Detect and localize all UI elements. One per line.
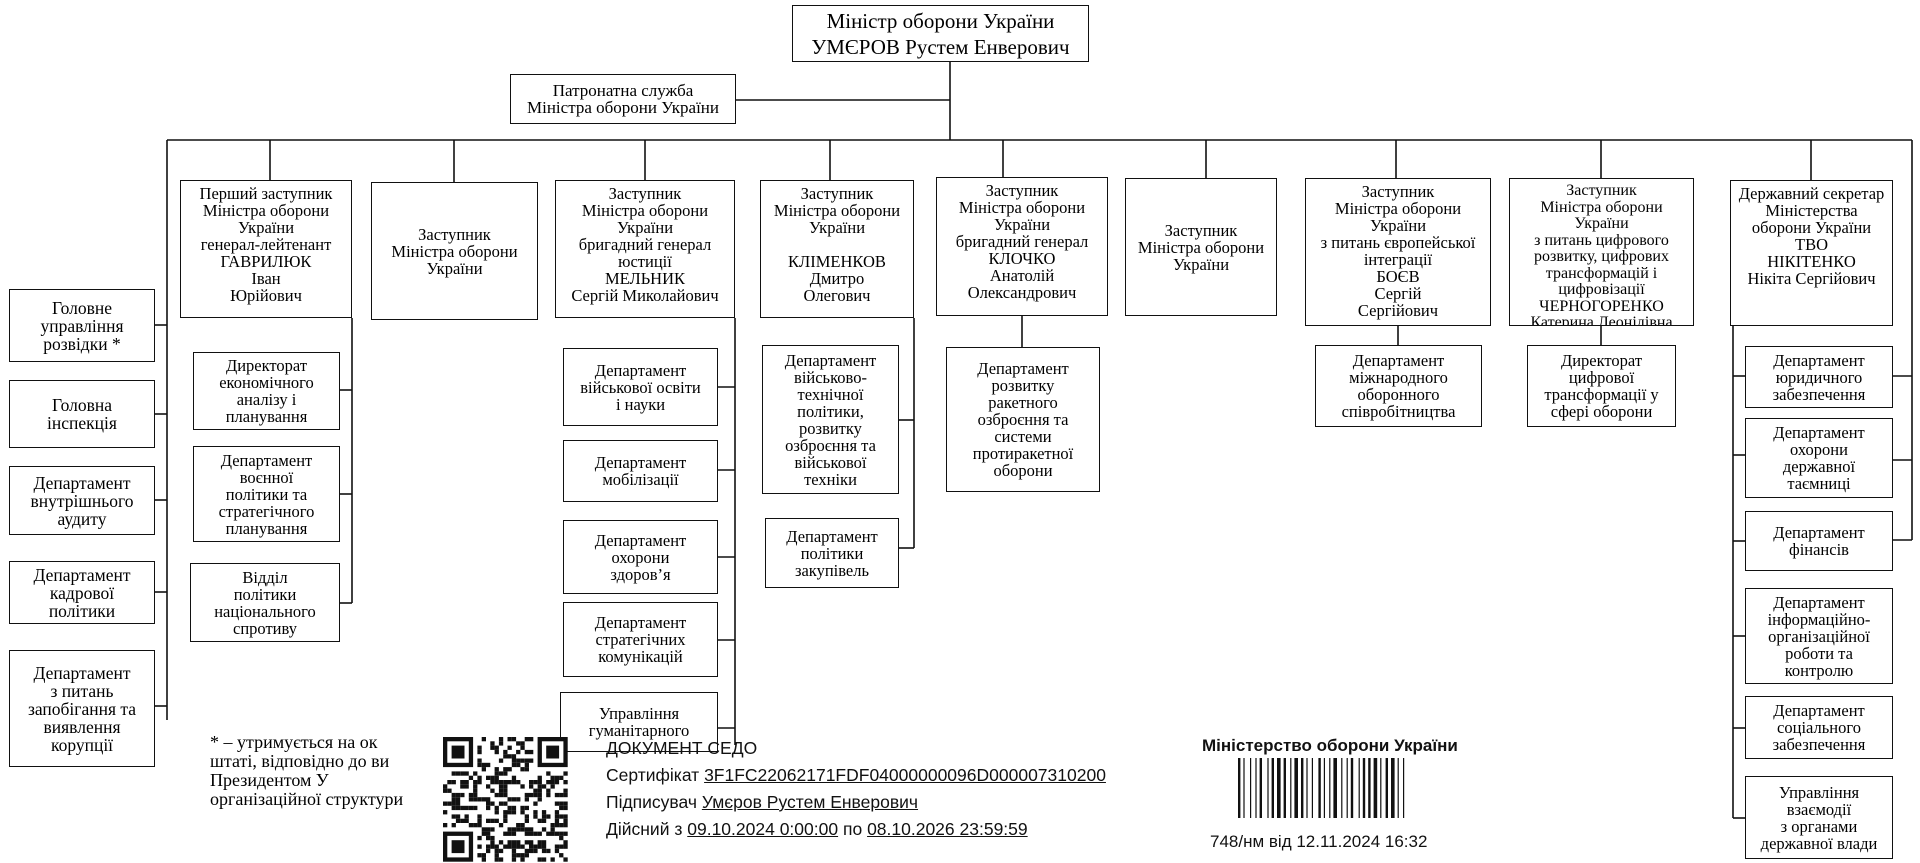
melnyk-unit-strategic-comms: Департамент стратегічних комунікацій [563, 602, 718, 677]
sedo-certificate-line: Сертифікат 3F1FC22062171FDF04000000096D0… [606, 762, 1106, 789]
sedo-signature-block: ДОКУМЕНТ СЕДО Сертифікат 3F1FC22062171FD… [606, 735, 1106, 843]
sedo-valid-from: 09.10.2024 0:00:00 [687, 819, 839, 839]
klimenkov-unit-military-technical: Департамент військово- технічної політик… [762, 345, 899, 494]
left-unit-intelligence: Головне управління розвідки * [9, 289, 155, 362]
secretary-unit-information: Департамент інформаційно- організаційної… [1745, 588, 1893, 684]
left-unit-inspection: Головна інспекція [9, 380, 155, 448]
sedo-title: ДОКУМЕНТ СЕДО [606, 738, 758, 758]
melnyk-unit-health: Департамент охорони здоров’я [563, 520, 718, 594]
chernogorenko-unit-digital: Директорат цифрової трансформації у сфер… [1527, 345, 1676, 427]
secretary-unit-legal: Департамент юридичного забезпечення [1745, 346, 1893, 408]
stamp-organization: Міністерство оборони України [1202, 736, 1458, 755]
melnyk-unit-humanitarian: Управління гуманітарного [560, 692, 718, 752]
deputy-klochko-box: Заступник Міністра оборони України брига… [936, 177, 1108, 316]
gavryliuk-unit-economic-analysis: Директорат економічного аналізу і планув… [193, 352, 340, 430]
deputy-vacant-2-box: Заступник Міністра оборони України [1125, 178, 1277, 316]
deputy-boev-box: Заступник Міністра оборони України з пит… [1305, 178, 1491, 326]
gavryliuk-unit-resistance: Відділ політики національного спротиву [190, 563, 340, 642]
sedo-signer-value: Умєров Рустем Енверович [701, 792, 919, 812]
sedo-cert-value: 3F1FC22062171FDF04000000096D000007310200 [704, 765, 1106, 785]
state-secretary-nikitenko-box: Державний секретар Міністерства оборони … [1730, 180, 1893, 326]
sedo-cert-label: Сертифікат [606, 765, 700, 785]
sedo-valid-to: 08.10.2026 23:59:59 [867, 819, 1028, 839]
minister-box: Міністр оборони України УМЄРОВ Рустем Ен… [792, 5, 1089, 62]
left-unit-personnel: Департамент кадрової політики [9, 561, 155, 624]
secretary-unit-state-secret: Департамент охорони державної таємниці [1745, 418, 1893, 498]
deputy-chernogorenko-box: Заступник Міністра оборони України з пит… [1509, 178, 1694, 326]
gavryliuk-unit-military-policy: Департамент воєнної політики та стратегі… [193, 446, 340, 542]
klochko-unit-missile-defense: Департамент розвитку ракетного озброєння… [946, 347, 1100, 492]
secretary-unit-social: Департамент соціального забезпечення [1745, 696, 1893, 759]
minister-name: УМЄРОВ Рустем Енверович [811, 34, 1070, 59]
left-unit-internal-audit: Департамент внутрішнього аудиту [9, 466, 155, 535]
klimenkov-unit-procurement: Департамент політики закупівель [765, 518, 899, 588]
left-unit-anticorruption: Департамент з питань запобігання та вияв… [9, 650, 155, 767]
deputy-melnyk-box: Заступник Міністра оборони України брига… [555, 180, 735, 318]
deputy-klimenkov-box: Заступник Міністра оборони України КЛІМЕ… [760, 180, 914, 318]
minister-title: Міністр оборони України [826, 8, 1055, 33]
sedo-signer-line: Підписувач Умєров Рустем Енверович [606, 789, 1106, 816]
barcode [1238, 758, 1405, 818]
sedo-validity-line: Дійсний з 09.10.2024 0:00:00 по 08.10.20… [606, 816, 1106, 843]
melnyk-unit-education: Департамент військової освіти і науки [563, 348, 718, 426]
patronage-service-box: Патронатна служба Міністра оборони Украї… [510, 74, 736, 124]
boev-unit-international: Департамент міжнародного оборонного спів… [1315, 345, 1482, 427]
secretary-unit-government-relations: Управління взаємодії з органами державно… [1745, 776, 1893, 859]
deputy-vacant-1-box: Заступник Міністра оборони України [371, 182, 538, 320]
deputy-first-gavryliuk-box: Перший заступник Міністра оборони Україн… [180, 180, 352, 318]
secretary-unit-finance: Департамент фінансів [1745, 511, 1893, 571]
sedo-valid-sep: по [842, 819, 863, 839]
qr-code [443, 737, 568, 862]
sedo-signer-label: Підписувач [606, 792, 697, 812]
melnyk-unit-mobilization: Департамент мобілізації [563, 440, 718, 502]
sedo-valid-label: Дійсний з [606, 819, 683, 839]
stamp-registration-number: 748/нм від 12.11.2024 16:32 [1210, 832, 1428, 851]
footnote-text: * – утримується на ок штаті, відповідно … [210, 732, 404, 809]
